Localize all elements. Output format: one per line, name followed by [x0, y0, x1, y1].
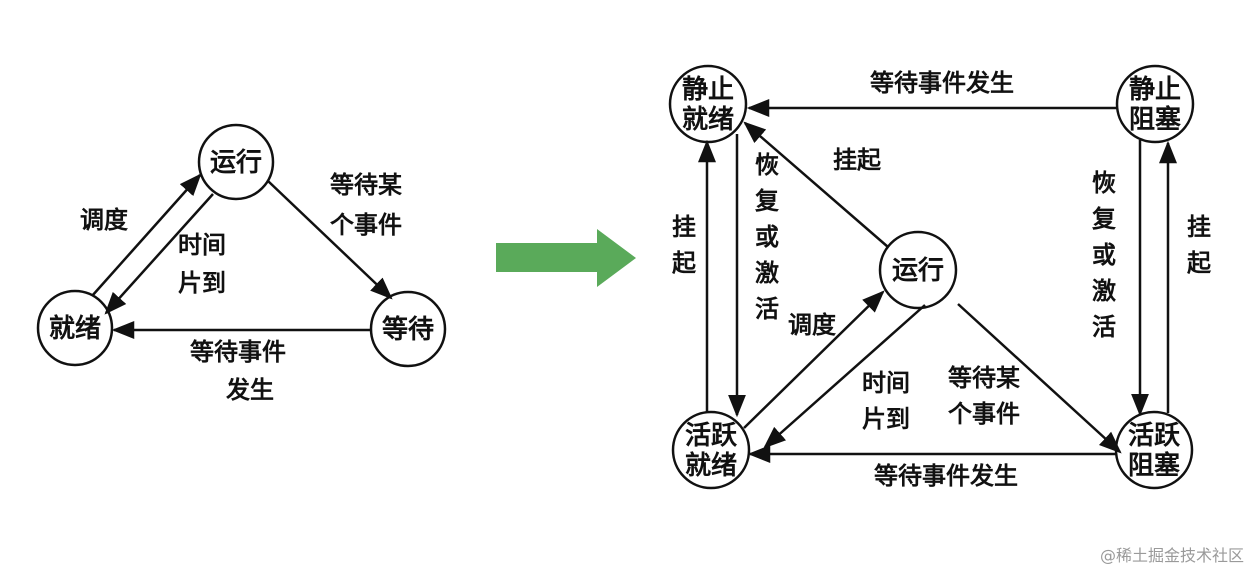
right-edge-schedule-arrow	[743, 290, 885, 429]
right-node-active-ready-label-1: 活跃	[685, 421, 738, 451]
left-edge-wait-event-arrow	[267, 180, 393, 300]
right-node-active-ready-label-2: 就绪	[685, 450, 737, 481]
right-node-active-blocked-label-1: 活跃	[1128, 421, 1181, 451]
right-label-resume-right-2: 复	[1091, 205, 1117, 233]
transition-arrow	[496, 229, 636, 287]
left-node-waiting-label: 等待	[382, 314, 434, 345]
right-edge-wait-event-arrow	[957, 303, 1122, 454]
right-label-schedule: 调度	[788, 311, 837, 339]
right-label-bottom-event: 等待事件发生	[874, 462, 1018, 490]
right-label-suspend-right-2: 起	[1186, 249, 1212, 277]
right-label-suspend-right-1: 挂	[1187, 213, 1211, 241]
right-label-resume-right-5: 活	[1092, 313, 1116, 341]
right-label-wait-event-1: 等待某	[948, 364, 1020, 392]
right-label-time-slice-2: 片到	[862, 405, 910, 433]
right-label-suspend-left-2: 起	[671, 249, 697, 277]
right-label-suspend-from-running: 挂起	[833, 146, 882, 174]
right-label-resume-left-4: 激	[755, 259, 779, 287]
right-node-static-ready-label-1: 静止	[682, 74, 734, 105]
watermark: @稀土掘金技术社区	[1099, 546, 1244, 565]
right-label-resume-left-5: 活	[755, 295, 779, 323]
right-node-static-blocked-label-1: 静止	[1129, 74, 1181, 105]
left-label-schedule: 调度	[80, 206, 129, 234]
left-state-diagram: 运行 就绪 等待 调度 时间 片到 等待某 个事件 等待事件 发生	[36, 123, 447, 404]
left-label-event-occurs-1: 等待事件	[190, 338, 286, 366]
right-label-suspend-left-1: 挂	[672, 213, 696, 241]
left-label-wait-event-2: 个事件	[330, 211, 402, 239]
left-label-time-slice-2: 片到	[178, 269, 226, 297]
right-node-running-label: 运行	[892, 255, 944, 286]
right-node-running	[878, 230, 958, 310]
right-label-time-slice-1: 时间	[862, 369, 910, 397]
right-label-wait-event-2: 个事件	[948, 400, 1020, 428]
right-node-active-blocked-label-2: 阻塞	[1128, 450, 1180, 481]
right-edge-suspend-from-running-arrow	[743, 121, 889, 248]
right-node-static-blocked-label-2: 阻塞	[1129, 104, 1181, 135]
right-edge-time-slice-arrow	[763, 304, 926, 449]
right-label-resume-left-3: 或	[755, 223, 779, 251]
left-edge-schedule-arrow	[91, 173, 202, 297]
right-node-static-blocked	[1115, 64, 1195, 144]
left-node-ready-label: 就绪	[49, 313, 101, 344]
right-label-resume-left-2: 复	[754, 187, 780, 215]
right-label-resume-left-1: 恢	[755, 151, 779, 179]
right-label-top-event: 等待事件发生	[870, 69, 1014, 97]
right-label-resume-right-1: 恢	[1092, 169, 1116, 197]
right-label-resume-right-3: 或	[1092, 241, 1116, 269]
right-node-static-ready-label-2: 就绪	[682, 104, 734, 135]
right-state-diagram: 静止 就绪 静止 阻塞 运行 活跃 就绪 活跃 阻塞 等	[668, 64, 1212, 490]
left-label-time-slice-1: 时间	[178, 231, 226, 259]
right-label-resume-right-4: 激	[1092, 277, 1116, 305]
left-node-running	[197, 123, 275, 201]
left-label-event-occurs-2: 发生	[225, 376, 274, 404]
left-edge-time-slice-arrow	[104, 193, 214, 315]
left-label-wait-event-1: 等待某	[330, 171, 402, 199]
left-node-running-label: 运行	[210, 147, 262, 178]
